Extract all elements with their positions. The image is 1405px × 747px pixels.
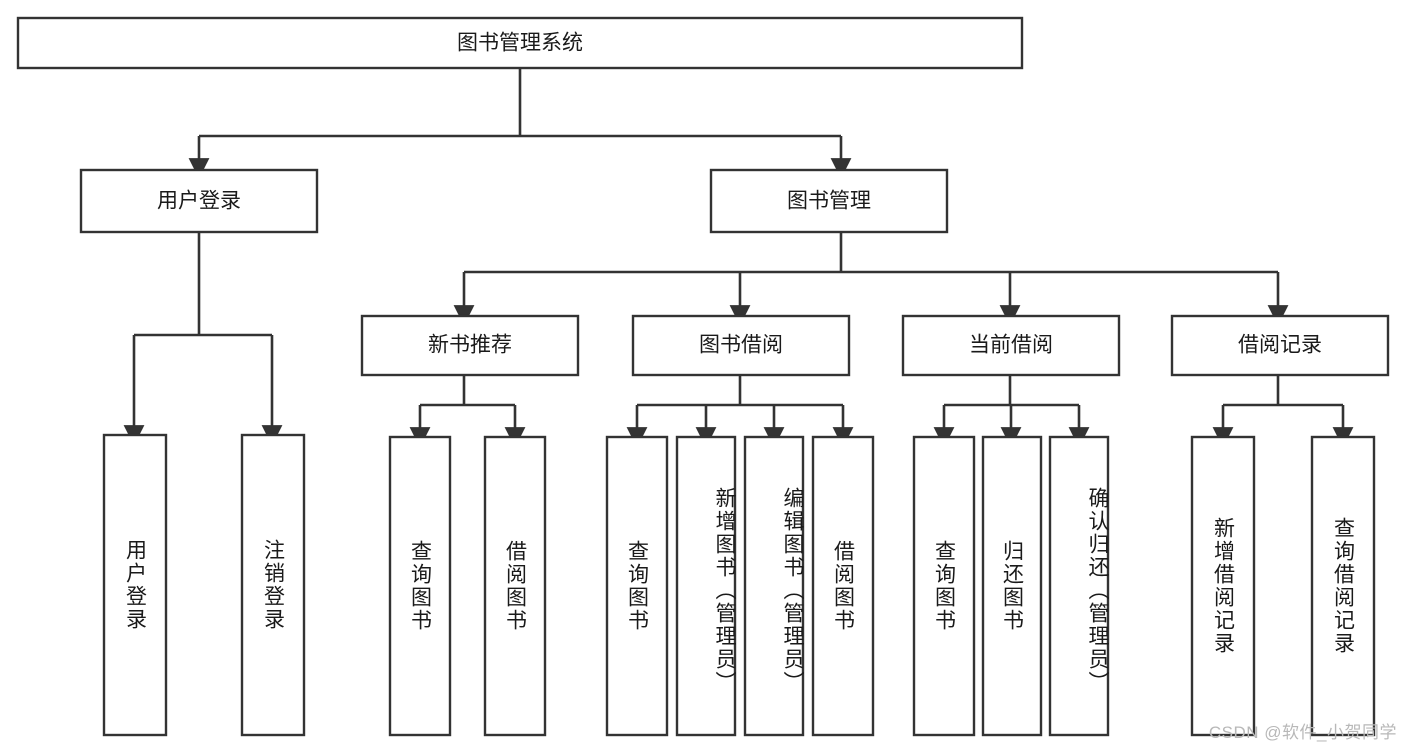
- node-new-book-recommend[interactable]: 新书推荐: [360, 314, 580, 377]
- node-current-borrow-label: 当前借阅: [969, 334, 1053, 357]
- leaf-box-add-book-admin[interactable]: [675, 435, 737, 737]
- leaf-box-add-borrow-record[interactable]: [1190, 435, 1256, 737]
- node-borrow-record-box[interactable]: [1170, 314, 1390, 377]
- leaf-box-logout[interactable]: [240, 433, 306, 737]
- node-user-login-box[interactable]: [79, 168, 319, 234]
- leaf-box-return-book[interactable]: [981, 435, 1043, 737]
- watermark-text: CSDN @软件_小贺同学: [1208, 723, 1397, 742]
- node-new-book-recommend-label: 新书推荐: [428, 334, 512, 357]
- leaf-node-group: [102, 433, 1376, 737]
- leaf-box-query-book-1[interactable]: [388, 435, 452, 737]
- node-book-management[interactable]: 图书管理: [709, 168, 949, 234]
- node-book-borrow-label: 图书借阅: [699, 334, 783, 357]
- connector-group-user-login: [123, 232, 283, 446]
- node-current-borrow[interactable]: 当前借阅: [901, 314, 1121, 377]
- node-borrow-record[interactable]: 借阅记录: [1170, 314, 1390, 377]
- leaf-box-user-login[interactable]: [102, 433, 168, 737]
- connector-group-book-mgmt: [453, 232, 1289, 326]
- leaf-box-edit-book-admin[interactable]: [743, 435, 805, 737]
- leaf-box-query-book-2[interactable]: [605, 435, 669, 737]
- connector-group-current: [933, 375, 1090, 448]
- node-book-management-label: 图书管理: [787, 190, 871, 213]
- leaf-box-borrow-book-1[interactable]: [483, 435, 547, 737]
- node-book-borrow-box[interactable]: [631, 314, 851, 377]
- node-borrow-record-label: 借阅记录: [1238, 334, 1322, 357]
- leaf-box-query-borrow-record[interactable]: [1310, 435, 1376, 737]
- leaf-box-borrow-book-2[interactable]: [811, 435, 875, 737]
- node-root[interactable]: 图书管理系统: [16, 16, 1024, 70]
- node-book-management-box[interactable]: [709, 168, 949, 234]
- leaf-box-confirm-return-admin[interactable]: [1048, 435, 1110, 737]
- connector-group-record: [1212, 375, 1354, 448]
- node-root-label: 图书管理系统: [457, 32, 583, 55]
- connector-group-borrow: [626, 375, 854, 448]
- node-root-box[interactable]: [16, 16, 1024, 70]
- node-book-borrow[interactable]: 图书借阅: [631, 314, 851, 377]
- node-user-login[interactable]: 用户登录: [79, 168, 319, 234]
- node-current-borrow-box[interactable]: [901, 314, 1121, 377]
- connector-group-new-book: [409, 375, 526, 448]
- node-user-login-label: 用户登录: [157, 190, 241, 213]
- node-new-book-recommend-box[interactable]: [360, 314, 580, 377]
- connector-group-root: [188, 68, 852, 179]
- leaf-box-query-book-3[interactable]: [912, 435, 976, 737]
